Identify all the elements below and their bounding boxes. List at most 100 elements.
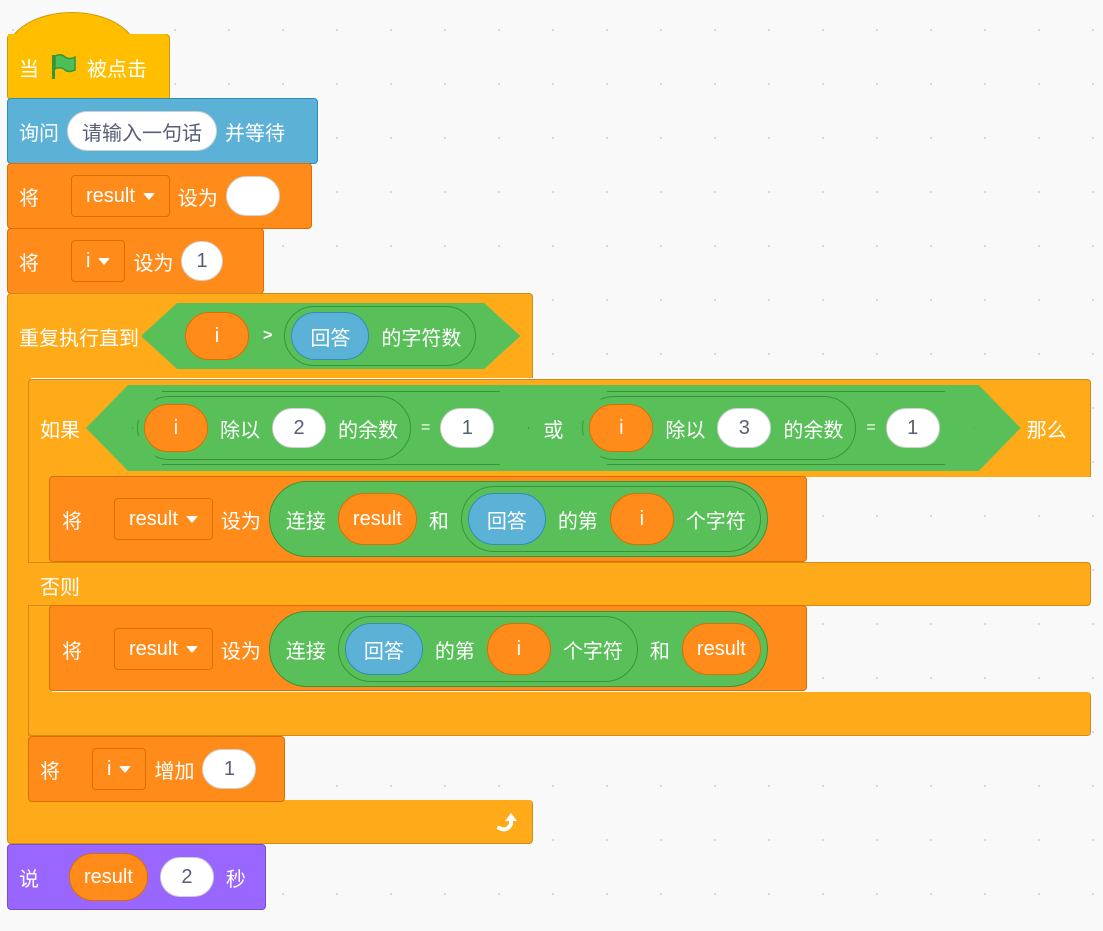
if-label: 如果 bbox=[40, 419, 80, 442]
variable-reporter-result[interactable]: result bbox=[681, 623, 761, 675]
and-label: 和 bbox=[428, 510, 449, 533]
set-to-label: 设为 bbox=[220, 510, 261, 533]
eq-symbol: = bbox=[421, 419, 431, 436]
set-label: 将 bbox=[62, 510, 82, 533]
else-block-row: 将 result 设为 连接 回答 的第 i 个字符 和 result bbox=[62, 611, 776, 687]
repeat-until-bottom bbox=[7, 800, 533, 844]
repeat-until-row: 重复执行直到 i > 回答 的字符数 bbox=[19, 300, 528, 372]
greater-than-operator[interactable]: i > 回答 的字符数 bbox=[141, 303, 520, 369]
clicked-label: 被点击 bbox=[87, 58, 147, 81]
letter-of-label: 的第 bbox=[434, 640, 475, 663]
or-label: 或 bbox=[543, 419, 564, 442]
mod-label: 除以 bbox=[665, 419, 706, 442]
gt-symbol: > bbox=[263, 327, 273, 344]
variable-name: result bbox=[86, 184, 135, 207]
variable-reporter-i[interactable]: i bbox=[144, 404, 208, 452]
variable-name: i bbox=[107, 757, 112, 780]
mod-reporter-1[interactable]: i 除以 2 的余数 bbox=[137, 396, 411, 460]
dropdown-caret-icon bbox=[98, 257, 111, 265]
answer-reporter[interactable]: 回答 bbox=[344, 623, 423, 675]
change-label: 将 bbox=[40, 760, 60, 783]
repeat-until-label: 重复执行直到 bbox=[19, 327, 139, 350]
value-input[interactable] bbox=[225, 176, 280, 216]
else-bar bbox=[28, 562, 1091, 606]
else-label: 否则 bbox=[40, 576, 80, 599]
change-by-label: 增加 bbox=[154, 760, 195, 783]
letter-of-reporter[interactable]: 回答 的第 i 个字符 bbox=[460, 486, 761, 552]
if-else-bottom bbox=[28, 692, 1091, 736]
char-label: 个字符 bbox=[562, 640, 623, 663]
and-wait-label: 并等待 bbox=[225, 122, 285, 145]
then-row: 将 result 设为 连接 result 和 回答 的第 i 个字符 bbox=[62, 481, 776, 557]
hat-cap-fill bbox=[8, 34, 168, 74]
ask-row: 询问 请输入一句话 并等待 bbox=[19, 111, 293, 151]
set-label: 将 bbox=[19, 252, 39, 275]
divisor-input[interactable]: 3 bbox=[717, 408, 771, 448]
variable-reporter-result[interactable]: result bbox=[337, 493, 417, 545]
compare-value-input[interactable]: 1 bbox=[440, 408, 494, 448]
answer-reporter[interactable]: 回答 bbox=[467, 493, 546, 545]
dropdown-caret-icon bbox=[185, 515, 198, 523]
else-row: 否则 bbox=[40, 570, 88, 600]
seconds-input[interactable]: 2 bbox=[159, 857, 214, 897]
set-to-label: 设为 bbox=[177, 187, 218, 210]
remainder-label: 的余数 bbox=[338, 419, 398, 442]
remainder-label: 的余数 bbox=[783, 419, 844, 442]
mod-reporter-2[interactable]: i 除以 3 的余数 bbox=[582, 396, 856, 460]
join-label: 连接 bbox=[285, 640, 326, 663]
char-label: 个字符 bbox=[685, 510, 746, 533]
join-label: 连接 bbox=[285, 510, 326, 533]
dropdown-caret-icon bbox=[142, 192, 155, 200]
variable-reporter-i[interactable]: i bbox=[486, 623, 551, 675]
variable-dropdown-result[interactable]: result bbox=[114, 628, 213, 670]
and-label: 和 bbox=[649, 640, 670, 663]
green-flag-icon bbox=[49, 53, 77, 81]
repeat-until-arm bbox=[7, 376, 31, 806]
variable-reporter-i[interactable]: i bbox=[589, 404, 653, 452]
variable-name: result bbox=[129, 637, 178, 660]
dropdown-caret-icon bbox=[119, 765, 132, 773]
seconds-label: 秒 bbox=[225, 868, 246, 891]
equals-operator-1[interactable]: i 除以 2 的余数 = 1 bbox=[132, 391, 529, 465]
ask-label: 询问 bbox=[19, 122, 59, 145]
variable-name: i bbox=[86, 249, 91, 272]
if-row: 如果 i 除以 2 的余数 = 1 或 i 除以 3 的余数 = 1 那么 bbox=[40, 385, 1075, 471]
variable-dropdown-result[interactable]: result bbox=[114, 498, 213, 540]
variable-dropdown-result[interactable]: result bbox=[71, 175, 170, 217]
say-row: 说 result 2 秒 bbox=[19, 853, 254, 901]
change-i-row: 将 i 增加 1 bbox=[40, 748, 264, 790]
eq-symbol: = bbox=[866, 419, 876, 436]
when-label: 当 bbox=[19, 58, 39, 81]
variable-reporter-i[interactable]: i bbox=[609, 493, 674, 545]
dropdown-caret-icon bbox=[185, 645, 198, 653]
value-input[interactable]: 1 bbox=[181, 241, 223, 281]
divisor-input[interactable]: 2 bbox=[272, 408, 326, 448]
set-label: 将 bbox=[62, 640, 82, 663]
set-label: 将 bbox=[19, 187, 39, 210]
hat-row: 当 被点击 bbox=[19, 52, 155, 82]
set-to-label: 设为 bbox=[133, 252, 174, 275]
length-of-reporter[interactable]: 回答 的字符数 bbox=[284, 306, 476, 366]
mod-label: 除以 bbox=[220, 419, 260, 442]
variable-dropdown-i[interactable]: i bbox=[71, 240, 126, 282]
join-reporter[interactable]: 连接 回答 的第 i 个字符 和 result bbox=[268, 611, 768, 687]
question-input[interactable]: 请输入一句话 bbox=[67, 111, 217, 151]
loop-arrow-icon bbox=[495, 808, 523, 836]
equals-operator-2[interactable]: i 除以 3 的余数 = 1 bbox=[577, 391, 974, 465]
set-i-row: 将 i 设为 1 bbox=[19, 240, 231, 282]
set-result-row: 将 result 设为 bbox=[19, 175, 288, 217]
or-operator[interactable]: i 除以 2 的余数 = 1 或 i 除以 3 的余数 = 1 bbox=[86, 385, 1021, 471]
length-label: 的字符数 bbox=[381, 327, 462, 350]
variable-reporter-i[interactable]: i bbox=[185, 312, 249, 360]
variable-dropdown-i[interactable]: i bbox=[92, 748, 147, 790]
then-label: 那么 bbox=[1026, 419, 1067, 442]
set-to-label: 设为 bbox=[220, 640, 261, 663]
variable-name: result bbox=[129, 507, 178, 530]
compare-value-input[interactable]: 1 bbox=[886, 408, 940, 448]
say-label: 说 bbox=[19, 868, 39, 891]
answer-reporter[interactable]: 回答 bbox=[291, 312, 369, 360]
join-reporter[interactable]: 连接 result 和 回答 的第 i 个字符 bbox=[268, 481, 768, 557]
value-input[interactable]: 1 bbox=[202, 749, 257, 789]
variable-reporter-result[interactable]: result bbox=[69, 853, 148, 901]
letter-of-reporter[interactable]: 回答 的第 i 个字符 bbox=[337, 616, 638, 682]
